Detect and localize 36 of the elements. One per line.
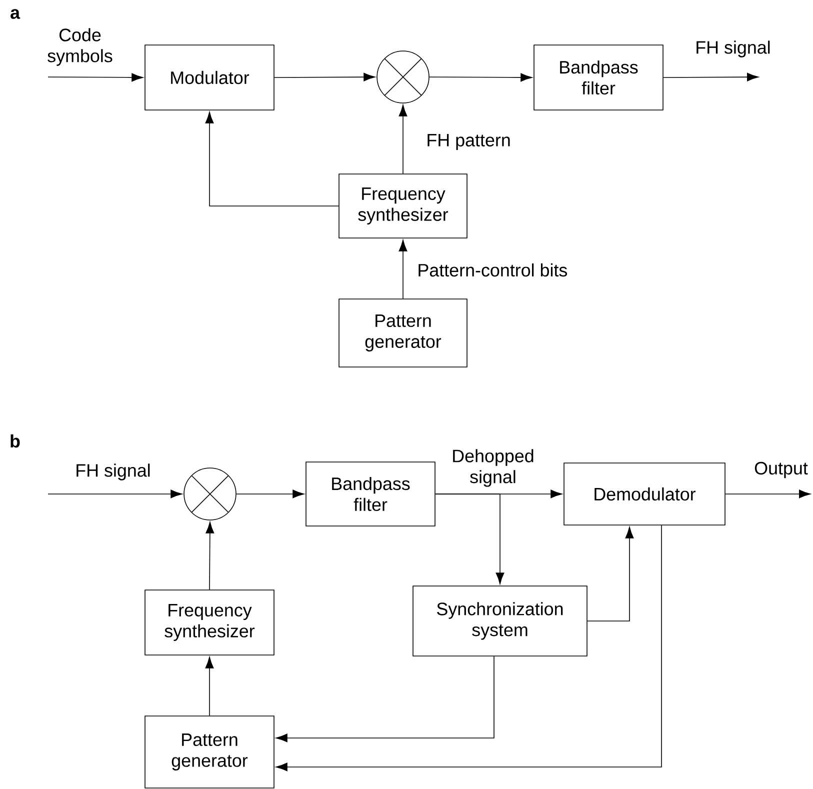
modulator-box: Modulator — [144, 44, 274, 110]
arrow — [276, 525, 662, 772]
arrow — [398, 240, 408, 299]
synthesizer-box: Frequency synthesizer — [144, 590, 274, 656]
arrow — [205, 112, 339, 206]
panel-letter: a — [10, 9, 20, 19]
arrow — [429, 73, 532, 82]
demodulator-box: Demodulator — [564, 462, 726, 526]
panel-letter: b — [10, 434, 20, 448]
arrow — [435, 494, 504, 584]
synthesizer-box: Frequency synthesizer — [338, 174, 468, 238]
mixer-symbol — [376, 50, 430, 104]
edge-label: Dehopped signal — [453, 449, 534, 487]
arrow — [725, 490, 811, 498]
synchronization-box: Synchronization system — [412, 586, 588, 656]
edge-label: Code symbols — [48, 28, 112, 66]
edge-label: FH signal — [696, 40, 770, 58]
arrow — [206, 522, 214, 590]
arrow — [48, 73, 144, 82]
arrow — [236, 490, 304, 498]
generator-box: Pattern generator — [144, 716, 274, 788]
arrow — [587, 526, 634, 622]
arrow — [48, 490, 182, 498]
filter-box: Bandpass filter — [306, 462, 436, 526]
arrow — [276, 656, 494, 742]
arrow — [663, 72, 759, 82]
arrow — [398, 104, 408, 174]
edge-label: FH pattern — [428, 134, 510, 150]
mixer-symbol — [184, 468, 236, 520]
generator-box: Pattern generator — [338, 298, 468, 368]
edge-label: Pattern-control bits — [418, 263, 568, 277]
arrow — [205, 656, 214, 716]
edge-label: Output — [754, 462, 808, 478]
arrow — [274, 72, 376, 82]
filter-box: Bandpass filter — [534, 44, 664, 110]
edge-label: FH signal — [76, 464, 150, 480]
